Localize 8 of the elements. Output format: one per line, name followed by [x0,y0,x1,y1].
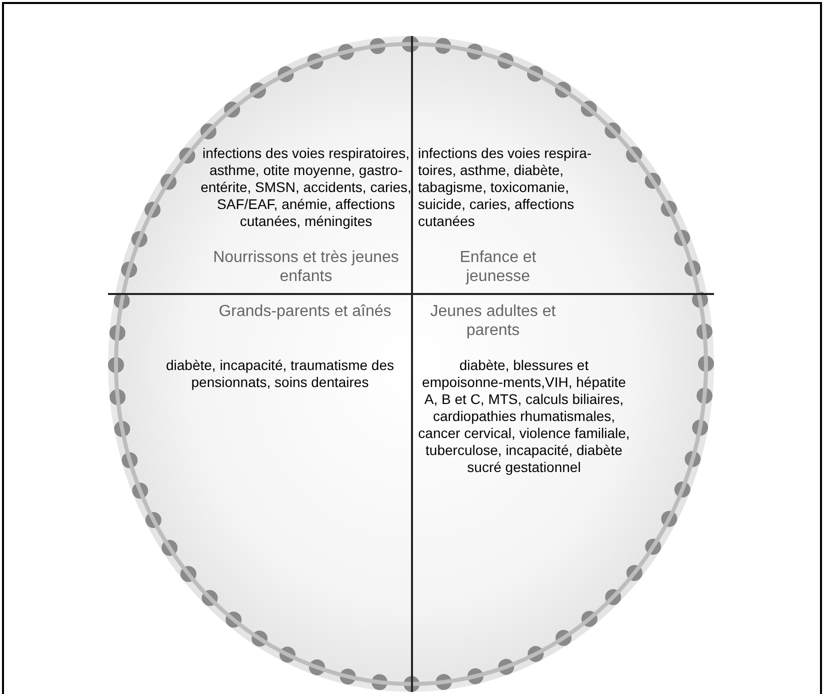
condition-list: diabète, incapacité, traumatisme des pensionnats, soins dentaires [155,357,405,391]
condition-list: infections des voies respira-toires, asthme, diabète, tabagisme, toxicomanie, suicide, caries, affections cutanées [418,145,614,230]
condition-list: infections des voies respiratoires, asthme, otite moyenne, gastro-entérite, SMSN, accidents, caries, SAF/EAF, anémie, affections cutanées, méningites [200,145,412,230]
group-heading: Jeunes adultes et parents [429,302,557,340]
group-heading: Nourrissons et très jeunes enfants [212,248,400,286]
group-heading: Enfance et jeunesse [458,248,538,286]
condition-list: diabète, blessures et empoisonne-ments,VIH, hépatite A, B et C, MTS, calculs biliaires, cardiopathies rhumatismales, cancer cervical, violence familiale, tuberculose, incapacité, diabète sucré gestationnel [418,357,630,476]
group-heading: Grands-parents et aînés [218,302,392,321]
